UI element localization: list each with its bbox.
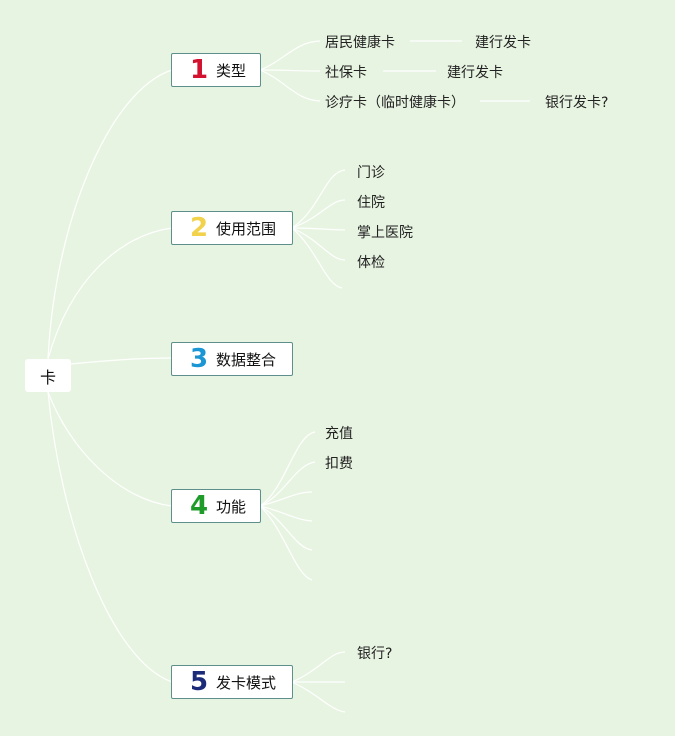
number-1-icon: 1 bbox=[189, 55, 209, 85]
branch-label: 使用范围 bbox=[216, 219, 277, 238]
leaf-issuer[interactable]: 银行发卡? bbox=[545, 95, 609, 111]
leaf-top-up[interactable]: 充值 bbox=[325, 426, 353, 442]
link-root-data bbox=[70, 357, 173, 365]
branch-label: 数据整合 bbox=[216, 350, 277, 369]
branch-function[interactable]: 4 功能 bbox=[171, 489, 261, 523]
leaf-outpatient[interactable]: 门诊 bbox=[357, 165, 385, 181]
leaf-deduct[interactable]: 扣费 bbox=[325, 456, 353, 472]
root-label: 卡 bbox=[39, 367, 56, 387]
link-root-type bbox=[47, 69, 173, 360]
number-4-icon: 4 bbox=[189, 491, 209, 521]
leaf-issuer[interactable]: 建行发卡 bbox=[447, 65, 503, 81]
branch-label: 发卡模式 bbox=[216, 673, 277, 692]
leaf-clinic-card[interactable]: 诊疗卡（临时健康卡） bbox=[325, 95, 465, 111]
leaf-physical-exam[interactable]: 体检 bbox=[357, 255, 385, 271]
number-5-icon: 5 bbox=[189, 667, 209, 697]
branch-label: 类型 bbox=[216, 61, 247, 80]
number-3-icon: 3 bbox=[189, 344, 209, 374]
leaf-bank[interactable]: 银行? bbox=[357, 646, 393, 662]
leaf-resident-health-card[interactable]: 居民健康卡 bbox=[325, 35, 395, 51]
link-root-scope bbox=[47, 227, 173, 360]
leaf-mobile-hospital[interactable]: 掌上医院 bbox=[357, 225, 413, 241]
leaf-social-security-card[interactable]: 社保卡 bbox=[325, 65, 367, 81]
branch-data-integration[interactable]: 3 数据整合 bbox=[171, 342, 293, 376]
branch-issue-mode[interactable]: 5 发卡模式 bbox=[171, 665, 293, 699]
branch-label: 功能 bbox=[216, 497, 247, 516]
branch-type[interactable]: 1 类型 bbox=[171, 53, 261, 87]
leaf-inpatient[interactable]: 住院 bbox=[357, 195, 385, 211]
branch-scope[interactable]: 2 使用范围 bbox=[171, 211, 293, 245]
leaf-issuer[interactable]: 建行发卡 bbox=[475, 35, 531, 51]
link-root-function bbox=[47, 391, 173, 507]
number-2-icon: 2 bbox=[189, 213, 209, 243]
link-root-issue bbox=[47, 391, 173, 683]
root-node[interactable]: 卡 bbox=[25, 359, 71, 392]
